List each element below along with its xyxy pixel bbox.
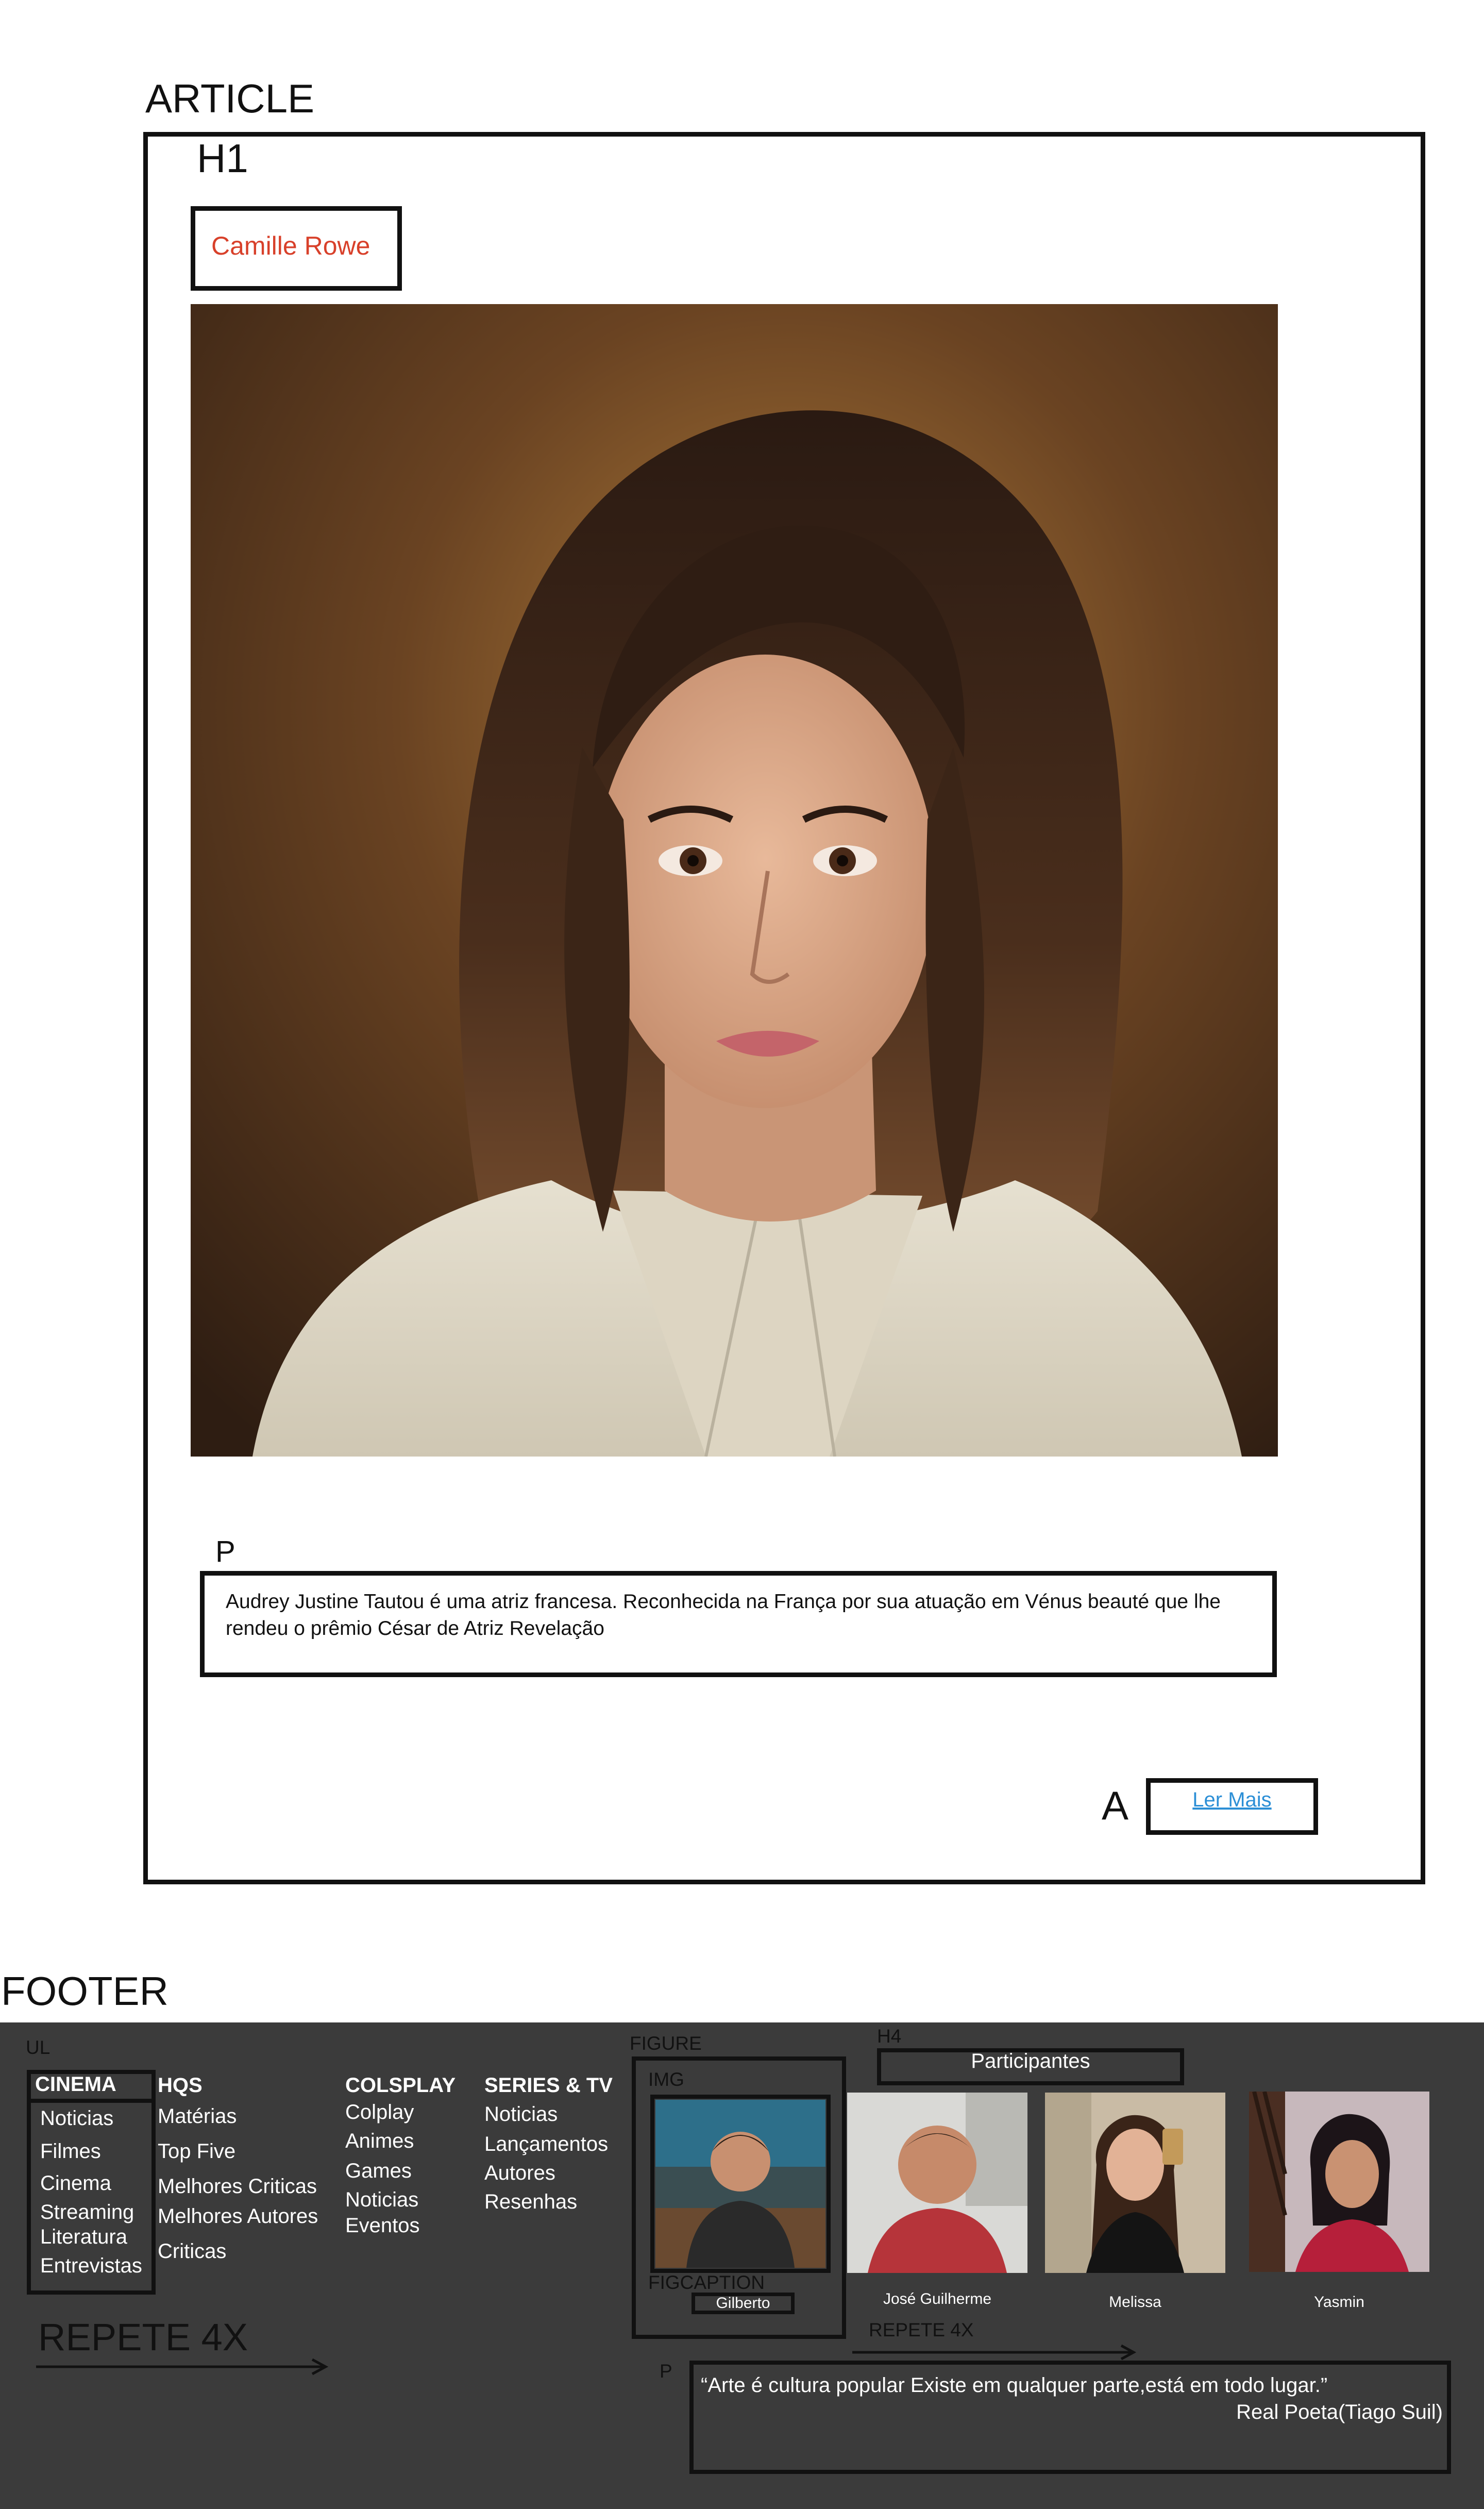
ul-title-box: [27, 2070, 156, 2103]
participant-name: José Guilherme: [883, 2290, 992, 2307]
menu-title-cinema[interactable]: CINEMA: [35, 2073, 116, 2096]
menu-item[interactable]: Streaming: [40, 2201, 134, 2223]
repeat-photos-label: REPETE 4X: [869, 2319, 974, 2340]
figcaption-box: [692, 2293, 795, 2314]
repeat-arrow-icon: [852, 2344, 1137, 2361]
a-label: A: [1102, 1783, 1129, 1828]
menu-item[interactable]: Literatura: [40, 2226, 127, 2248]
menu-item[interactable]: Noticias: [40, 2107, 114, 2130]
menu-item[interactable]: Cinema: [40, 2172, 111, 2195]
ul-label: UL: [26, 2037, 50, 2058]
menu-item[interactable]: Melhores Criticas: [158, 2175, 317, 2198]
figure-label: FIGURE: [630, 2033, 702, 2054]
article-title: Camille Rowe: [211, 231, 370, 260]
article-label: ARTICLE: [145, 76, 314, 121]
title-box: [191, 206, 402, 291]
p-label: P: [215, 1535, 235, 1568]
menu-title-hqs[interactable]: HQS: [158, 2074, 203, 2097]
menu-title-colsplay[interactable]: COLSPLAY: [345, 2074, 456, 2097]
participant-photo: [1249, 2092, 1429, 2272]
read-more-box: [1146, 1778, 1318, 1835]
quote-box: [689, 2361, 1451, 2474]
menu-item[interactable]: Noticias: [345, 2188, 419, 2211]
figure-box: [632, 2056, 846, 2339]
quote-author: Real Poeta(Tiago Suil): [1236, 2401, 1443, 2423]
h1-label: H1: [197, 136, 248, 181]
paragraph-box: [200, 1571, 1277, 1677]
article-paragraph: Audrey Justine Tautou é uma atriz france…: [226, 1591, 1221, 1640]
participant-name: Yasmin: [1314, 2294, 1364, 2311]
footer-label: FOOTER: [1, 1968, 168, 2014]
menu-item[interactable]: Colplay: [345, 2101, 414, 2123]
participant-photo: [1045, 2093, 1225, 2273]
menu-item[interactable]: Eventos: [345, 2214, 420, 2237]
participants-title-box: [877, 2048, 1184, 2085]
article-container: [143, 132, 1425, 1884]
menu-item[interactable]: Autores: [484, 2162, 555, 2184]
img-label: IMG: [648, 2069, 684, 2090]
menu-item[interactable]: Matérias: [158, 2105, 237, 2128]
quote-text: “Arte é cultura popular Existe em qualqu…: [701, 2374, 1328, 2397]
menu-item[interactable]: Top Five: [158, 2140, 236, 2163]
participant-name: Gilberto: [716, 2295, 770, 2312]
menu-item[interactable]: Lançamentos: [484, 2133, 609, 2155]
participants-title: Participantes: [971, 2050, 1090, 2072]
participant-photo: [655, 2100, 825, 2268]
h4-label: H4: [877, 2026, 902, 2047]
menu-item[interactable]: Criticas: [158, 2240, 227, 2263]
participant-name: Melissa: [1109, 2294, 1161, 2311]
menu-item[interactable]: Melhores Autores: [158, 2205, 318, 2228]
figcaption-label: FIGCAPTION: [648, 2272, 765, 2293]
menu-title-series-tv[interactable]: SERIES & TV: [484, 2074, 613, 2097]
read-more-link[interactable]: Ler Mais: [1192, 1788, 1272, 1811]
participant-photo: [847, 2093, 1027, 2273]
menu-item[interactable]: Filmes: [40, 2140, 101, 2163]
img-box: [650, 2095, 831, 2273]
repeat-arrow-icon: [36, 2358, 329, 2376]
menu-item[interactable]: Resenhas: [484, 2190, 578, 2213]
menu-item[interactable]: Entrevistas: [40, 2254, 142, 2277]
menu-item[interactable]: Noticias: [484, 2103, 558, 2126]
p-footer-label: P: [660, 2361, 672, 2382]
menu-item[interactable]: Animes: [345, 2130, 414, 2152]
repeat-menu-label: REPETE 4X: [38, 2316, 248, 2359]
menu-item[interactable]: Games: [345, 2160, 412, 2182]
portrait-image: [191, 304, 1278, 1457]
